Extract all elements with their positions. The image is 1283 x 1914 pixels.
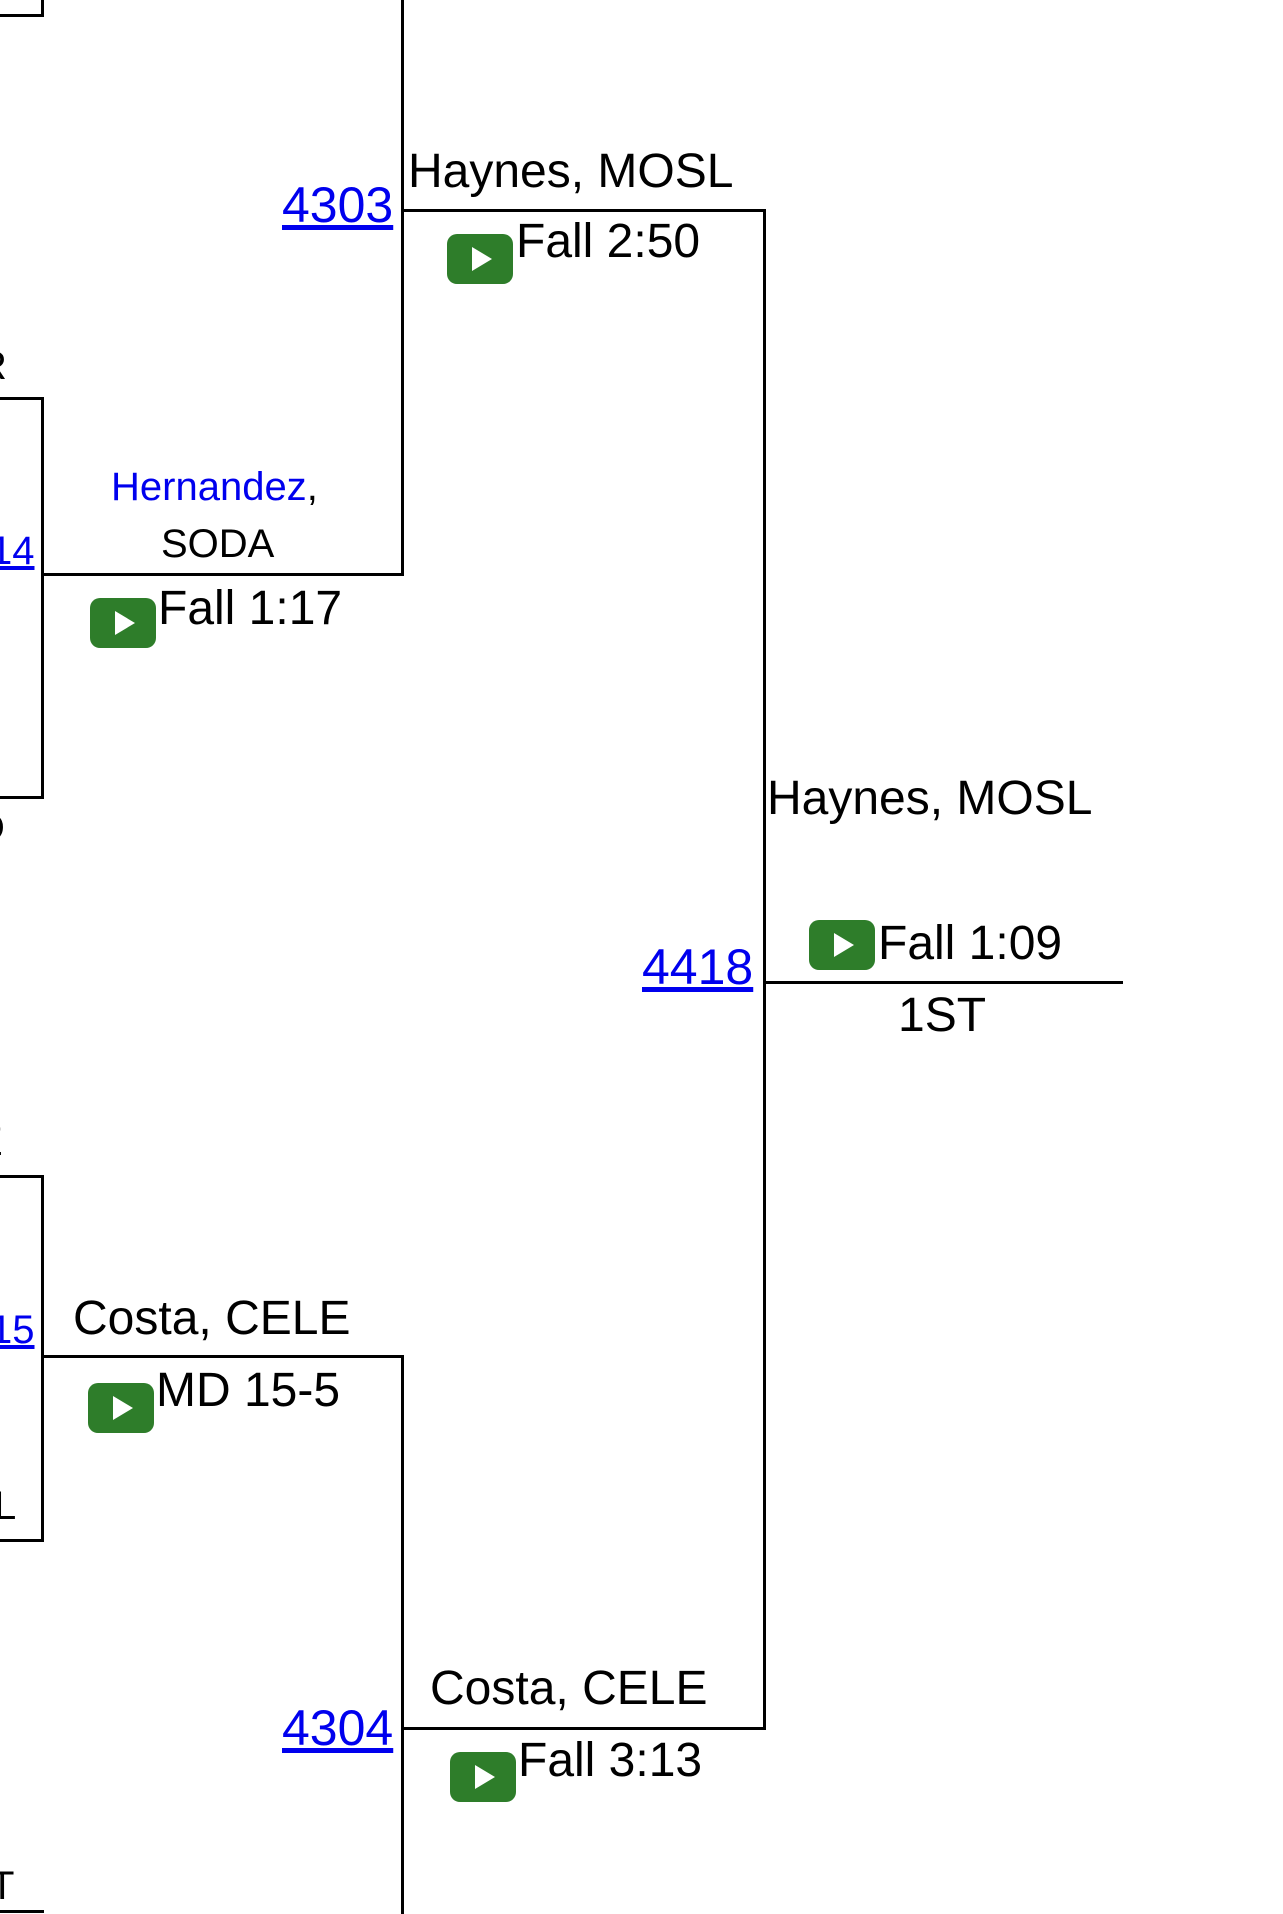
match-result-4303: Fall 2:50 — [516, 215, 701, 268]
edge-label: R — [0, 346, 7, 386]
bracket-line — [763, 209, 766, 1730]
bracket-line — [763, 981, 1123, 984]
match-result-4418: Fall 1:09 — [878, 917, 1063, 970]
name-separator: , — [306, 465, 318, 509]
bracket-line — [0, 14, 44, 17]
match-result-4315: MD 15-5 — [156, 1364, 341, 1417]
bout-link-4304[interactable]: 4304 — [282, 1700, 394, 1756]
bout-link-edge[interactable]: 15 — [0, 1308, 35, 1352]
winner-name-4418: Haynes, MOSL — [767, 772, 1093, 825]
bracket-line — [41, 397, 44, 798]
wrestler-name-link[interactable]: Hernandez — [111, 465, 307, 509]
play-video-icon[interactable] — [90, 598, 156, 648]
bracket-line — [401, 209, 766, 212]
match-result-4314: Fall 1:17 — [158, 582, 343, 635]
bracket-line — [401, 0, 404, 576]
edge-label: E — [0, 1122, 3, 1162]
bracket-line — [41, 573, 404, 576]
match-result-4304: Fall 3:13 — [518, 1734, 703, 1787]
bout-link-edge[interactable]: 14 — [0, 529, 35, 573]
bracket-line — [0, 1175, 44, 1178]
bout-link-4418[interactable]: 4418 — [642, 939, 754, 995]
play-video-icon[interactable] — [88, 1383, 154, 1433]
bracket-line — [401, 1355, 404, 1914]
winner-name-4315: Costa, CELE — [73, 1292, 351, 1345]
edge-label: D — [0, 808, 5, 848]
bracket-line — [0, 1910, 44, 1913]
bracket-line — [41, 1355, 404, 1358]
bracket-line — [0, 1539, 44, 1542]
bracket-line — [0, 397, 44, 400]
bout-link-4303[interactable]: 4303 — [282, 177, 394, 233]
play-video-icon[interactable] — [450, 1752, 516, 1802]
play-video-icon[interactable] — [809, 920, 875, 970]
winner-name-4304: Costa, CELE — [430, 1662, 708, 1715]
bracket-line — [0, 796, 44, 799]
edge-label: T — [0, 1864, 15, 1908]
winner-team-4314: SODA — [161, 522, 275, 566]
bracket-line — [41, 1175, 44, 1541]
winner-name-4303: Haynes, MOSL — [408, 145, 734, 198]
placement-label: 1ST — [898, 989, 987, 1042]
winner-name-4314: Hernandez, — [111, 467, 318, 507]
bracket-line — [401, 1727, 766, 1730]
play-video-icon[interactable] — [447, 234, 513, 284]
edge-label: L — [0, 1484, 17, 1528]
bracket-line — [41, 0, 44, 17]
